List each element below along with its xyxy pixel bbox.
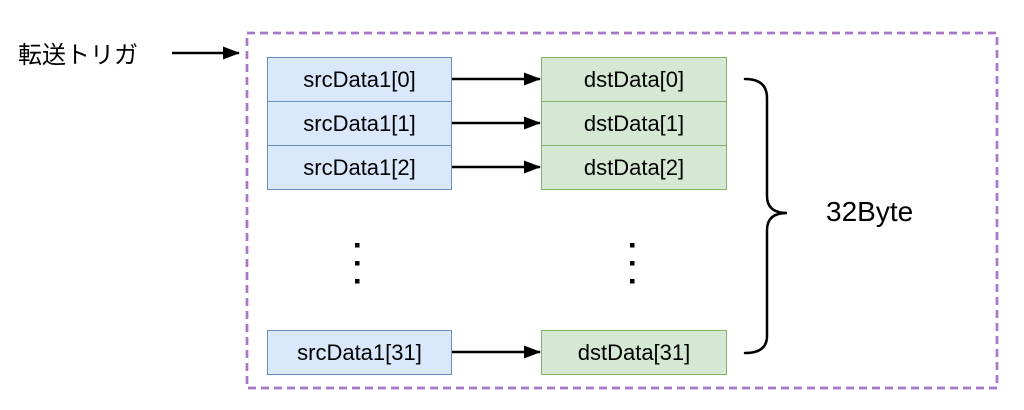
dst-vertical-ellipsis-icon: [630, 243, 635, 284]
byte-span-brace: [743, 77, 788, 355]
trigger-label: 転送トリガ: [18, 41, 138, 69]
dst-box-0: dstData[0]: [541, 57, 727, 102]
byte-size-label: 32Byte: [826, 196, 914, 227]
src-box-0: srcData1[0]: [267, 57, 452, 102]
dst-box-2: dstData[2]: [541, 145, 727, 190]
dst-box-31: dstData[31]: [541, 330, 727, 375]
dst-box-1: dstData[1]: [541, 101, 727, 146]
src-vertical-ellipsis-icon: [355, 243, 360, 284]
src-box-2: srcData1[2]: [267, 145, 452, 190]
src-box-31: srcData1[31]: [267, 330, 452, 375]
transfer-group-dashed-border: [245, 31, 999, 390]
src-box-1: srcData1[1]: [267, 101, 452, 146]
